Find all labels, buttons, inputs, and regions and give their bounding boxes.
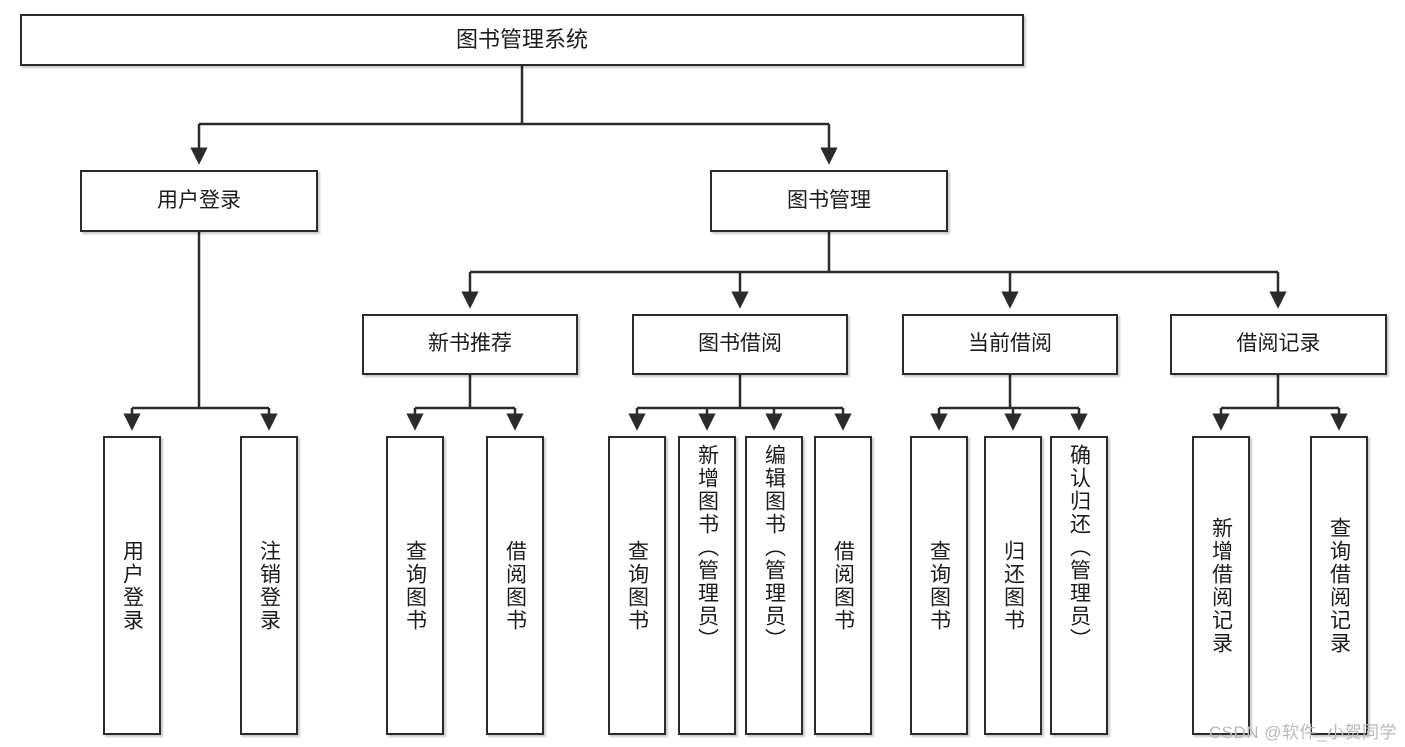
node-label: 图书借阅 (698, 332, 782, 356)
watermark-text: CSDN @软件_小贺同学 (1208, 723, 1397, 742)
node-label: 查询图书 (927, 539, 951, 632)
node-label: 新书推荐 (428, 332, 512, 356)
node-label: 用户登录 (157, 188, 241, 212)
leaf-user-login[interactable]: 用户登录 (103, 436, 161, 735)
leaf-add-borrow-record[interactable]: 新增借阅记录 (1192, 436, 1250, 735)
leaf-query-book-current[interactable]: 查询图书 (910, 436, 968, 735)
leaf-confirm-return-admin[interactable]: 确认归还（管理员） (1050, 436, 1108, 735)
leaf-borrow-book[interactable]: 借阅图书 (814, 436, 872, 735)
node-label: 确认归还（管理员） (1067, 444, 1091, 651)
leaf-query-book-borrow[interactable]: 查询图书 (608, 436, 666, 735)
node-label: 借阅图书 (831, 539, 855, 632)
node-label: 编辑图书（管理员） (762, 444, 786, 651)
leaf-add-book-admin[interactable]: 新增图书（管理员） (678, 436, 736, 735)
node-label: 借阅图书 (503, 539, 527, 632)
node-label: 借阅记录 (1236, 332, 1321, 356)
node-label: 新增图书（管理员） (695, 444, 719, 651)
leaf-query-borrow-record[interactable]: 查询借阅记录 (1310, 436, 1368, 735)
node-new-book-recommend[interactable]: 新书推荐 (362, 314, 578, 375)
leaf-return-book[interactable]: 归还图书 (984, 436, 1042, 735)
leaf-edit-book-admin[interactable]: 编辑图书（管理员） (745, 436, 803, 735)
node-borrow-record[interactable]: 借阅记录 (1170, 314, 1387, 375)
node-label: 当前借阅 (968, 332, 1052, 356)
node-root-system[interactable]: 图书管理系统 (20, 14, 1024, 66)
node-label: 查询图书 (625, 539, 649, 632)
node-label: 新增借阅记录 (1209, 516, 1233, 655)
leaf-borrow-book-recommend[interactable]: 借阅图书 (486, 436, 544, 735)
node-label: 查询借阅记录 (1327, 516, 1351, 655)
node-label: 用户登录 (120, 539, 144, 632)
node-current-borrow[interactable]: 当前借阅 (902, 314, 1118, 375)
node-book-borrow[interactable]: 图书借阅 (632, 314, 848, 375)
node-label: 归还图书 (1001, 539, 1025, 632)
leaf-user-logout[interactable]: 注销登录 (240, 436, 298, 735)
node-book-management[interactable]: 图书管理 (710, 170, 948, 232)
leaf-query-book-recommend[interactable]: 查询图书 (386, 436, 444, 735)
node-label: 图书管理系统 (455, 27, 588, 53)
node-label: 注销登录 (257, 539, 281, 632)
node-label: 查询图书 (403, 539, 427, 632)
node-label: 图书管理 (787, 188, 871, 212)
node-user-login[interactable]: 用户登录 (80, 170, 318, 232)
